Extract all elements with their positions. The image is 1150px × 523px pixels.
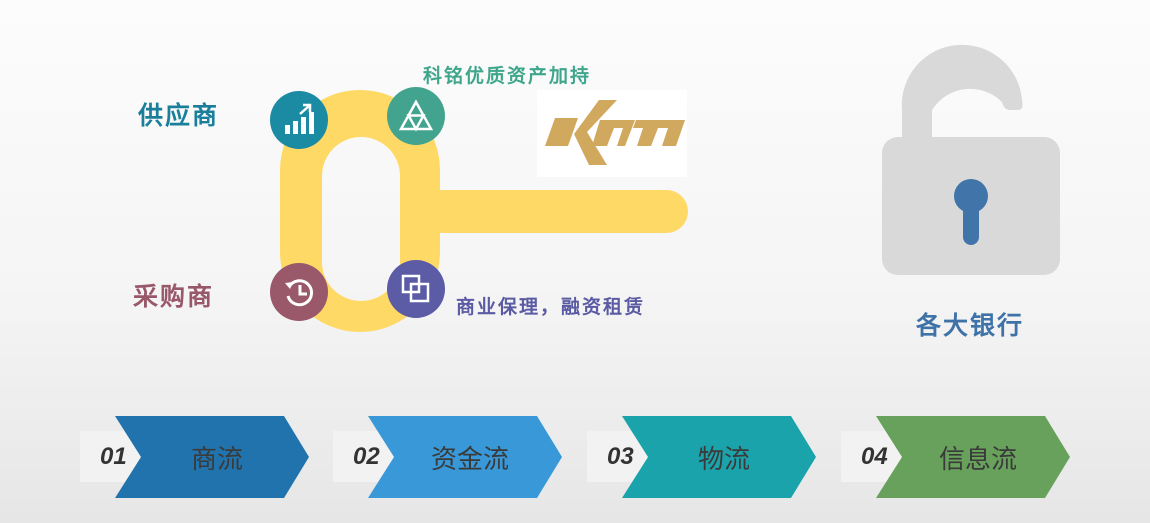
buyer-label: 采购商 xyxy=(133,282,215,311)
flow-step-label: 资金流 xyxy=(430,444,509,475)
chevron-arrow xyxy=(622,416,816,498)
supplier-label: 供应商 xyxy=(138,101,220,130)
flow-step-4: 04 信息流 xyxy=(841,416,1081,498)
overlapping-squares-icon xyxy=(387,260,445,318)
unlocked-padlock-icon xyxy=(882,44,1060,275)
asset-support-caption: 科铭优质资产加持 xyxy=(423,65,592,87)
triangle-pyramid-icon xyxy=(387,87,445,145)
flow-step-label: 商流 xyxy=(190,444,243,475)
flow-step-label: 物流 xyxy=(697,444,750,475)
bar-chart-growth-icon xyxy=(270,91,328,149)
keyhole-icon xyxy=(954,179,988,245)
flow-step-1: 01 商流 xyxy=(80,416,320,498)
km-logo xyxy=(537,90,687,177)
flow-step-3: 03 物流 xyxy=(587,416,827,498)
chevron-arrow xyxy=(876,416,1070,498)
history-clock-icon xyxy=(270,263,328,321)
key-shaft xyxy=(420,190,688,233)
chevron-arrow xyxy=(115,416,309,498)
flow-step-2: 02 资金流 xyxy=(333,416,573,498)
banks-label: 各大银行 xyxy=(915,311,1024,340)
flow-step-label: 信息流 xyxy=(938,444,1017,475)
factoring-leasing-caption: 商业保理，融资租赁 xyxy=(456,296,646,318)
chevron-arrow xyxy=(368,416,562,498)
